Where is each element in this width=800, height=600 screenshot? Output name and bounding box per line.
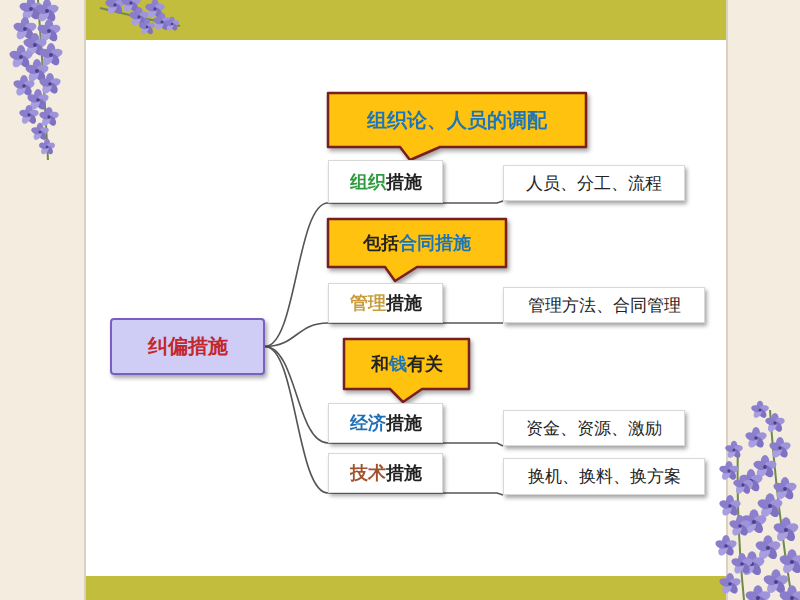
node-text: 换机、换料、换方案 <box>528 465 681 488</box>
node-text: 管理方法、合同管理 <box>528 294 681 317</box>
measure-box: 组织措施 <box>328 160 443 203</box>
branch-line <box>265 323 328 347</box>
card-edge <box>84 0 86 600</box>
flower-bottom-right <box>714 401 800 600</box>
callout-shape <box>328 219 506 281</box>
node-text: 组织措施 <box>350 170 422 194</box>
branch-line <box>265 347 328 444</box>
branch-line <box>265 347 328 494</box>
branch-line <box>328 493 503 495</box>
callout-box: 组织论、人员的调配 <box>327 92 587 148</box>
node-text: 人员、分工、流程 <box>526 172 662 195</box>
detail-box: 换机、换料、换方案 <box>503 458 705 495</box>
card <box>85 0 727 600</box>
node-text: 组织论、人员的调配 <box>367 107 547 134</box>
node-text: 和钱有关 <box>371 352 443 376</box>
detail-box: 资金、资源、激励 <box>503 410 685 446</box>
node-text: 纠偏措施 <box>148 333 228 360</box>
measure-box: 经济措施 <box>328 403 443 443</box>
branch-line <box>328 443 503 446</box>
bottom-band <box>85 576 727 600</box>
root-box: 纠偏措施 <box>110 318 265 375</box>
measure-box: 管理措施 <box>328 283 443 323</box>
node-text: 技术措施 <box>350 461 422 485</box>
callout-box: 和钱有关 <box>343 338 470 390</box>
branch-line <box>265 203 328 347</box>
card-edge <box>726 0 728 600</box>
callout-shape <box>344 339 469 402</box>
flower-top-left <box>8 0 180 160</box>
top-band <box>85 0 727 40</box>
node-text: 经济措施 <box>350 411 422 435</box>
callout-box: 包括合同措施 <box>327 218 507 268</box>
node-text: 包括合同措施 <box>363 231 471 255</box>
detail-box: 管理方法、合同管理 <box>503 287 705 323</box>
node-text: 管理措施 <box>350 291 422 315</box>
measure-box: 技术措施 <box>328 453 443 493</box>
node-text: 资金、资源、激励 <box>526 417 662 440</box>
detail-box: 人员、分工、流程 <box>503 165 685 201</box>
callout-shape <box>328 93 586 160</box>
